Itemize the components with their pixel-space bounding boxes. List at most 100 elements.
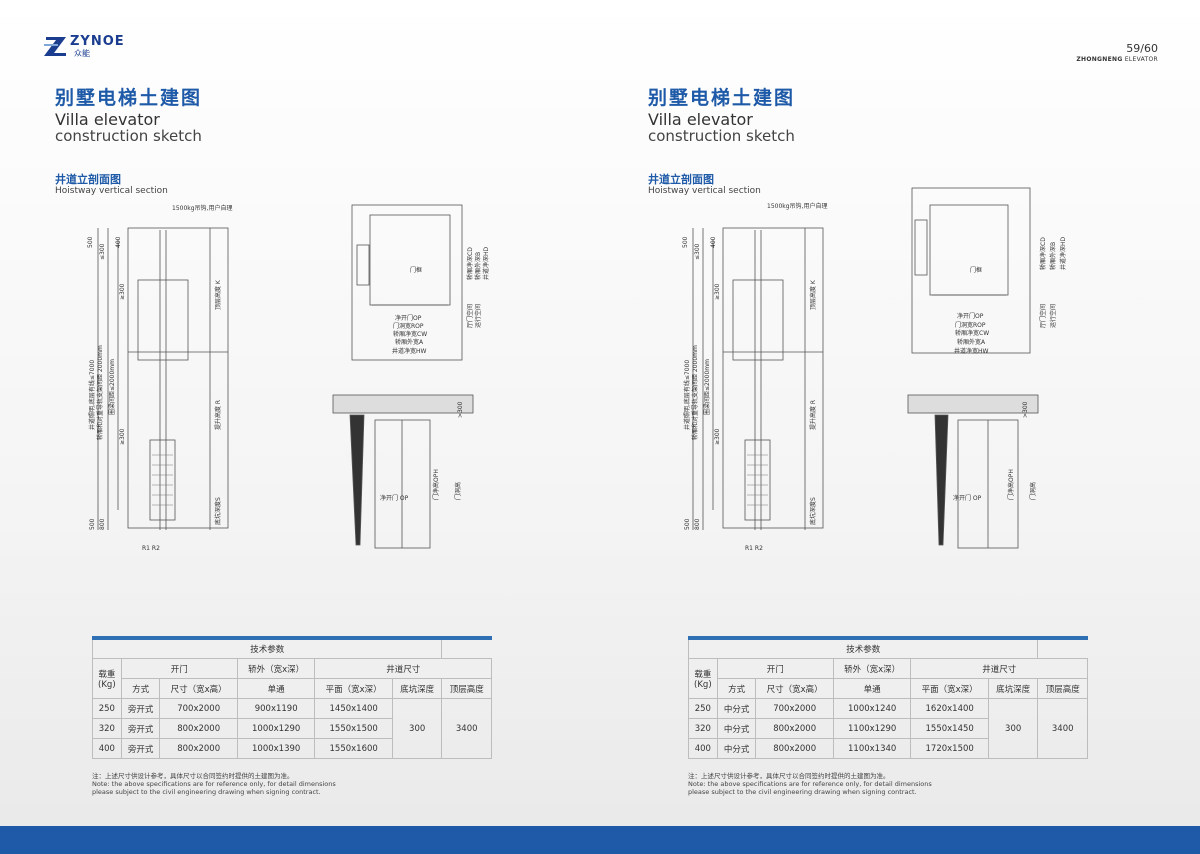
table-caption: 技术参数 (687, 640, 1039, 659)
cell-load: 320 (688, 718, 718, 739)
hatching (152, 454, 173, 506)
plan-hw: 井道净宽HW (954, 347, 989, 355)
plan-a: 轿厢外宽A (395, 338, 424, 346)
plan-e2: 运行空间 (474, 304, 482, 328)
th-shaft: 井道尺寸 (314, 658, 492, 679)
zynoe-logo-icon (44, 37, 66, 56)
dim-side-1: 井道照明,底层有线≤7000 (683, 360, 691, 430)
plan-hd: 井道净深HD (1059, 236, 1067, 270)
dim-top-500: 500 (682, 236, 689, 248)
cell-load: 400 (92, 738, 122, 759)
cell-top: 3400 (1037, 698, 1088, 759)
door-gt300: >300 (457, 401, 464, 418)
cell-size: 800x2000 (159, 738, 238, 759)
cell-pit: 300 (391, 698, 443, 759)
plan-op: 净开门OP (395, 314, 422, 322)
dim-bottom-800: 800 (99, 518, 106, 530)
cell-car: 1000x1290 (236, 718, 316, 739)
cell-car: 1100x1340 (832, 738, 912, 759)
plan-e1: 厅门空间 (466, 304, 474, 328)
label-r12: R1 R2 (745, 545, 763, 552)
right-title-cn: 别墅电梯土建图 (648, 87, 796, 109)
cell-car: 900x1190 (236, 698, 316, 719)
door-oph: 门净高OPH (432, 469, 440, 500)
dim-bottom-500: 500 (684, 518, 691, 530)
label-s: 底坑深度S (809, 497, 817, 525)
plan-d: 轿厢外深B (1049, 242, 1057, 270)
left-section-cn: 井道立剖面图 (55, 173, 121, 186)
cell-car: 1000x1390 (236, 738, 316, 759)
logo-text: ZYNOE (70, 34, 125, 49)
plan-cw: 轿厢净宽CW (955, 329, 989, 337)
label-k: 顶层高度 K (214, 279, 222, 310)
cell-load: 250 (688, 698, 718, 719)
cell-mode: 旁开式 (120, 718, 161, 739)
left-section-en: Hoistway vertical section (55, 186, 168, 196)
door-dh: 门洞高 (454, 482, 462, 500)
dim-mid-ge300: ≥300 (119, 428, 126, 445)
th-mode: 方式 (120, 678, 161, 699)
footer-bar (0, 826, 1200, 854)
th-plan: 平面（宽x深） (314, 678, 393, 699)
plan-hd: 井道净深HD (482, 246, 490, 280)
door-op: 净开门 OP (380, 494, 409, 502)
cell-plan: 1450x1400 (314, 698, 393, 719)
cell-size: 800x2000 (755, 738, 834, 759)
dim-mid-ge300: ≥300 (714, 428, 721, 445)
dim-side-3: 圈梁间距≤2000mm (703, 359, 711, 415)
th-load: 载重(Kg) (92, 658, 122, 699)
hatching (747, 454, 768, 506)
th-pit: 底坑深度 (987, 678, 1039, 699)
cell-size: 800x2000 (755, 718, 834, 739)
plan-op: 净开门OP (957, 312, 984, 320)
note-line: please subject to the civil engineering … (92, 788, 321, 796)
cell-plan: 1620x1400 (910, 698, 989, 719)
cell-pit: 300 (987, 698, 1039, 759)
dim-top-le300: ≤300 (99, 243, 106, 260)
dim-top-400: 400 (115, 236, 122, 248)
th-single: 单通 (236, 678, 316, 699)
th-shaft: 井道尺寸 (910, 658, 1088, 679)
cell-plan: 1550x1500 (314, 718, 393, 739)
cell-mode: 中分式 (716, 698, 757, 719)
cell-car: 1000x1240 (832, 698, 912, 719)
left-note: 注：上述尺寸供设计参考，具体尺寸以合同签约时提供的土建图为准。 Note: th… (92, 772, 336, 796)
door-dh: 门洞高 (1029, 482, 1037, 500)
th-car: 轿外（宽x深） (236, 658, 316, 679)
left-spec-table: 技术参数 载重(Kg) 开门 轿外（宽x深） 井道尺寸 方式 尺寸（宽x高） 单… (91, 636, 492, 759)
note-line: 注：上述尺寸供设计参考，具体尺寸以合同签约时提供的土建图为准。 (92, 772, 294, 780)
dim-bottom-800: 800 (694, 518, 701, 530)
cell-plan: 1550x1600 (314, 738, 393, 759)
plan-door: 门框 (410, 266, 422, 274)
plan-rop: 门洞宽ROP (393, 322, 424, 330)
th-load: 载重(Kg) (688, 658, 718, 699)
dim-side-1: 井道照明,底层有线≤7000 (88, 360, 96, 430)
plan-e2: 运行空间 (1049, 304, 1057, 328)
plan-a: 轿厢外宽A (957, 338, 986, 346)
right-title-en2: construction sketch (648, 127, 795, 145)
note-line: please subject to the civil engineering … (688, 788, 917, 796)
label-r: 提升高度 R (214, 400, 222, 430)
th-top: 顶层高度 (441, 678, 492, 699)
brand-rest: ELEVATOR (1122, 56, 1158, 63)
th-single: 单通 (832, 678, 912, 699)
plan-door: 门框 (970, 266, 982, 274)
cell-load: 250 (92, 698, 122, 719)
label-s: 底坑深度S (214, 497, 222, 525)
th-car: 轿外（宽x深） (832, 658, 912, 679)
brand-bold: ZHONGNENG (1076, 56, 1123, 63)
cell-size: 700x2000 (755, 698, 834, 719)
plan-cw: 轿厢净宽CW (393, 330, 427, 338)
door-gt300: >300 (1022, 401, 1029, 418)
th-door: 开门 (716, 658, 834, 679)
th-load-unit: (Kg) (694, 679, 712, 690)
dim-side-2: 轿厢和对重导轨支架间距 2000mm (96, 345, 104, 440)
cell-mode: 旁开式 (120, 738, 161, 759)
plan-cd: 轿厢净深CD (466, 247, 474, 280)
